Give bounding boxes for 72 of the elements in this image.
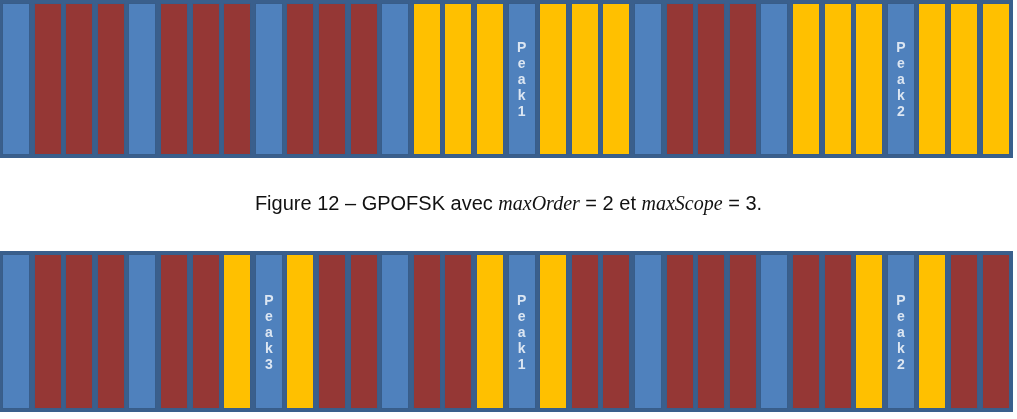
bar-segment: [286, 3, 315, 155]
bar-segment: [665, 3, 694, 155]
peak-bar: [507, 254, 536, 409]
peak-label: Peak2: [895, 291, 907, 372]
bar-segment: [128, 3, 157, 155]
strip-frame: [0, 251, 1013, 412]
bar-segment: [918, 3, 947, 155]
bar-segment: [96, 3, 125, 155]
bar-segment: [539, 3, 568, 155]
bar-segment: [476, 3, 504, 155]
bar-segment: [128, 254, 157, 409]
peak-bar: [886, 3, 915, 155]
figure-caption: Figure 12 – GPOFSK avec maxOrder = 2 et maxScope = 3.: [254, 192, 763, 215]
bar-segment: [539, 254, 568, 409]
peak-label: Peak2: [895, 39, 907, 119]
bar-segment: [33, 3, 62, 155]
bar-segment: [381, 3, 410, 155]
bar-segment: [444, 254, 473, 409]
peak-bar: [886, 254, 915, 409]
bar-segment: [223, 3, 252, 155]
bar-segment: [823, 3, 852, 155]
bar-segment: [33, 254, 62, 409]
bar-segment: [665, 254, 694, 409]
bar-segment: [570, 3, 599, 155]
bar-segment: [476, 254, 504, 409]
bar-segment: [191, 254, 220, 409]
bar-segment: [160, 254, 188, 409]
bar-segment: [697, 3, 726, 155]
peak-label: Peak1: [515, 291, 528, 372]
bar-segment: [96, 254, 125, 409]
bar-segment: [602, 254, 631, 409]
strip-frame: [0, 0, 1013, 158]
bar-segment: [318, 3, 346, 155]
bar-segment: [602, 3, 631, 155]
bar-segment: [254, 3, 283, 155]
bar-segment: [65, 254, 94, 409]
bar-segment: [318, 254, 346, 409]
bar-segment: [981, 254, 1010, 409]
peak-bar: [254, 254, 283, 409]
bar-segment: [950, 3, 978, 155]
bar-segment: [412, 254, 441, 409]
bar-segment: [223, 254, 252, 409]
bar-segment: [855, 254, 884, 409]
bar-segment: [634, 3, 662, 155]
bar-segment: [981, 3, 1010, 155]
bar-segment: [349, 254, 378, 409]
bar-segment: [792, 3, 820, 155]
bar-segment: [349, 3, 378, 155]
bar-segment: [286, 254, 315, 409]
bar-segment: [2, 254, 30, 409]
bar-segment: [728, 3, 757, 155]
peak-label: Peak3: [263, 291, 275, 372]
bar-segment: [65, 3, 94, 155]
bar-segment: [381, 254, 410, 409]
bar-segment: [760, 3, 789, 155]
bar-segment: [823, 254, 852, 409]
bar-segment: [2, 3, 30, 155]
bar-segment: [412, 3, 441, 155]
bar-segment: [697, 254, 726, 409]
bar-segment: [792, 254, 820, 409]
bar-segment: [855, 3, 884, 155]
bar-segment: [191, 3, 220, 155]
bar-segment: [634, 254, 662, 409]
peak-label: Peak1: [515, 39, 528, 119]
bar-segment: [444, 3, 473, 155]
bar-segment: [918, 254, 947, 409]
bar-segment: [760, 254, 789, 409]
bar-segment: [160, 3, 188, 155]
bar-segment: [570, 254, 599, 409]
peak-bar: [507, 3, 536, 155]
bar-segment: [950, 254, 978, 409]
bar-segment: [728, 254, 757, 409]
